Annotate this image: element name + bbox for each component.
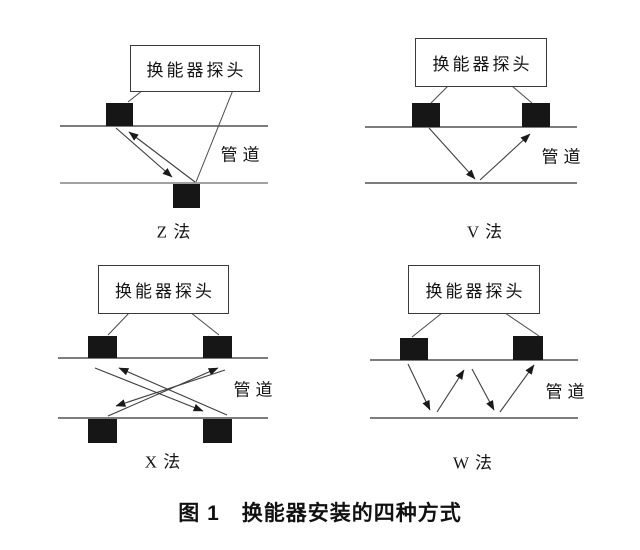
pipe-label-x: 管道 bbox=[233, 380, 278, 400]
transducer-block-left bbox=[412, 103, 440, 127]
panel-w bbox=[370, 312, 578, 419]
transducer-block-left bbox=[400, 338, 428, 360]
probe-box-label: 换能器探头 bbox=[146, 61, 247, 80]
transducer-block-right bbox=[513, 336, 543, 360]
probe-box-x: 换能器探头 bbox=[98, 265, 229, 314]
probe-box-label: 换能器探头 bbox=[425, 282, 526, 301]
zigzag-beam-3-down-arrow bbox=[471, 368, 495, 411]
probe-box-label: 换能器探头 bbox=[432, 55, 533, 74]
probe-box-z: 换能器探头 bbox=[130, 45, 260, 92]
method-label-w: W 法 bbox=[453, 453, 493, 473]
pipe-label-z: 管道 bbox=[220, 145, 265, 165]
method-label-x: X 法 bbox=[144, 452, 182, 472]
figure-caption: 图 1 换能器安装的四种方式 bbox=[178, 502, 462, 525]
cross-beam-upright-arrow bbox=[107, 367, 219, 417]
transducer-block-top-right bbox=[203, 336, 232, 358]
pipe-label-w: 管道 bbox=[545, 382, 590, 402]
transducer-block-bottom-right bbox=[203, 419, 232, 443]
transducer-block-right bbox=[522, 103, 550, 127]
ultrasound-beam-down-arrow bbox=[428, 127, 476, 180]
cross-beam-upleft-arrow bbox=[118, 367, 228, 416]
ultrasound-beam-up-arrow bbox=[479, 133, 531, 181]
zigzag-beam-2-up-arrow bbox=[436, 369, 465, 413]
zigzag-beam-1-down-arrow bbox=[407, 363, 431, 411]
panel-x bbox=[58, 311, 268, 443]
zigzag-beam-4-up-arrow bbox=[499, 364, 535, 413]
probe-connector-right bbox=[189, 311, 220, 336]
probe-connector-left bbox=[107, 311, 131, 336]
transducer-block-top-left bbox=[88, 336, 117, 358]
transducer-block-downstream bbox=[173, 184, 200, 208]
pipe-label-v: 管道 bbox=[541, 147, 586, 167]
probe-connector-right bbox=[511, 85, 533, 104]
probe-connector-left bbox=[127, 89, 144, 103]
ultrasound-beam-down-arrow bbox=[115, 127, 173, 178]
transducer-block-upstream bbox=[106, 103, 133, 126]
cross-beam-downright-arrow bbox=[94, 367, 204, 412]
method-label-z: Z 法 bbox=[156, 222, 192, 242]
transducer-block-bottom-left bbox=[88, 419, 117, 443]
probe-connector-right bbox=[195, 89, 234, 183]
probe-box-label: 换能器探头 bbox=[115, 282, 215, 301]
cross-beam-downleft-arrow bbox=[115, 369, 226, 407]
probe-connector-right bbox=[504, 312, 540, 337]
probe-connector-left bbox=[430, 85, 449, 104]
probe-box-w: 换能器探头 bbox=[408, 265, 540, 314]
method-label-v: V 法 bbox=[466, 222, 504, 242]
probe-connector-left bbox=[411, 312, 443, 338]
ultrasound-beam-up-arrow bbox=[128, 131, 196, 183]
panel-z bbox=[60, 89, 268, 208]
probe-box-v: 换能器探头 bbox=[415, 38, 547, 87]
panel-v bbox=[365, 85, 577, 184]
